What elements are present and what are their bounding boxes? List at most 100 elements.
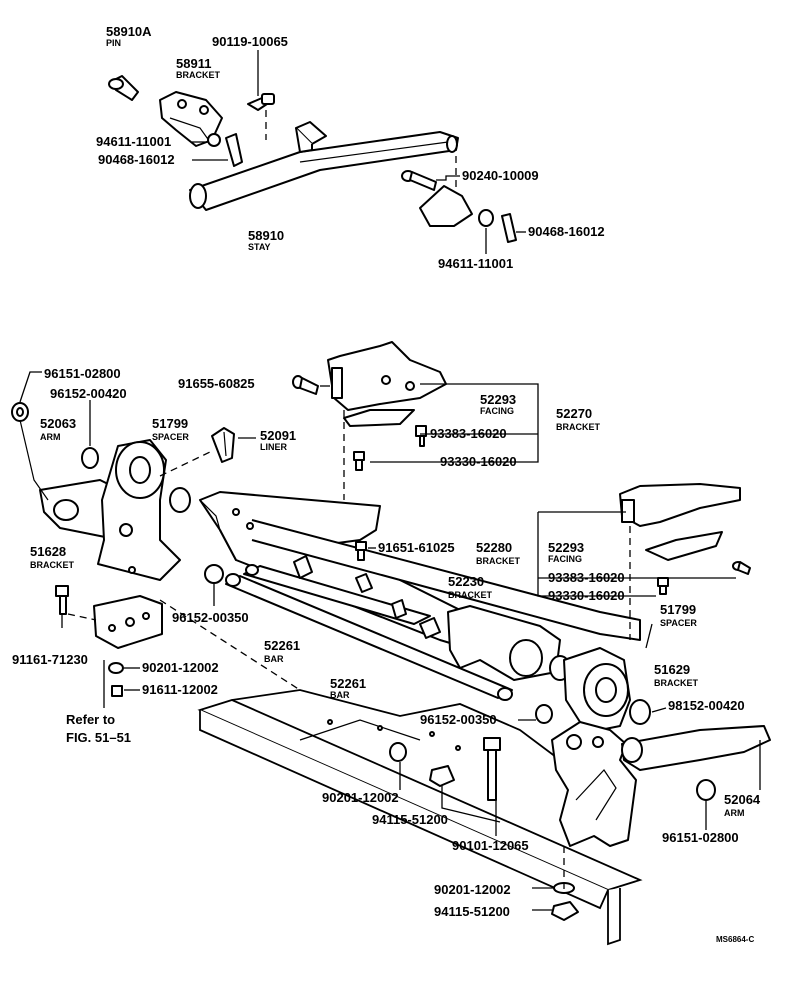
bolt-93330-top (353, 451, 365, 471)
washer-98152 (629, 699, 651, 725)
label-bracket-52280: BRACKET (476, 556, 521, 566)
label-arm-52064: ARM (724, 808, 745, 818)
label-90201-12002-mid: 90201-12002 (322, 790, 399, 805)
washer-96152-left (81, 447, 99, 469)
label-bracket-52230: BRACKET (448, 590, 493, 600)
mount-plate (93, 595, 163, 649)
bolt-90101 (483, 737, 501, 801)
label-58911: 58911 (176, 56, 211, 71)
label-93330-16020-right: 93330-16020 (548, 588, 625, 603)
nut-94611-bottom (478, 209, 494, 227)
label-51799-left: 51799 (152, 416, 188, 431)
label-bracket-51629: BRACKET (654, 678, 699, 688)
label-51628: 51628 (30, 544, 66, 559)
pin-58910A (108, 75, 139, 101)
label-bracket-58911: BRACKET (176, 70, 221, 80)
label-52293-top: 52293 (480, 392, 516, 407)
label-52261-a: 52261 (264, 638, 300, 653)
label-51629: 51629 (654, 662, 690, 677)
label-facing-top: FACING (480, 406, 514, 416)
label-52293-right: 52293 (548, 540, 584, 555)
bolt-93330-right (657, 577, 669, 595)
label-90201-12002-left: 90201-12002 (142, 660, 219, 675)
label-bracket-51628: BRACKET (30, 560, 75, 570)
bolt-91651 (355, 541, 367, 561)
nut-94611-top (207, 133, 221, 147)
label-58910: 58910 (248, 228, 284, 243)
label-spacer-right: SPACER (660, 618, 697, 628)
label-pin: PIN (106, 38, 121, 48)
label-52091: 52091 (260, 428, 296, 443)
label-liner: LINER (260, 442, 288, 452)
washer-90201-mid (389, 742, 407, 762)
label-96151-02800-left: 96151-02800 (44, 366, 121, 381)
label-51799-right: 51799 (660, 602, 696, 617)
washer-96151-right (696, 779, 716, 801)
stay-bracket (419, 185, 473, 227)
cotter-pin-90468-right (501, 213, 517, 243)
clamp-3 (391, 599, 407, 619)
label-94611-11001-bottom: 94611-11001 (438, 256, 513, 271)
spacer-51799-left (169, 487, 191, 513)
label-93330-16020-top: 93330-16020 (440, 454, 517, 469)
bracket-51629 (563, 647, 631, 731)
bracket-52280 (619, 483, 741, 527)
clamp-4 (419, 617, 441, 639)
label-52064: 52064 (724, 792, 761, 807)
label-bar-b: BAR (330, 690, 350, 700)
label-93383-16020-top: 93383-16020 (430, 426, 507, 441)
label-93383-16020-right: 93383-16020 (548, 570, 625, 585)
label-98152-00420: 98152-00420 (668, 698, 745, 713)
label-96152-00350-lower: 96152-00350 (420, 712, 497, 727)
facing-52293-right (645, 531, 723, 561)
label-drawing-code: MS6864-C (716, 935, 754, 944)
label-90468-16012-right: 90468-16012 (528, 224, 605, 239)
label-facing-right: FACING (548, 554, 582, 564)
label-52270: 52270 (556, 406, 592, 421)
label-96152-00420-left: 96152-00420 (50, 386, 127, 401)
stay-58910 (189, 121, 459, 211)
label-91651-61025: 91651-61025 (378, 540, 455, 555)
bolt-91161 (55, 585, 69, 615)
washer-96151-left-hole (16, 407, 24, 417)
bar-52261-lower (225, 573, 513, 701)
label-bar-a: BAR (264, 654, 284, 664)
bolt-91611 (111, 685, 123, 697)
clamp-1 (293, 555, 313, 579)
cotter-pin-90468-top (225, 133, 243, 167)
label-94611-11001-top: 94611-11001 (96, 134, 171, 149)
label-96152-00350-mid: 96152-00350 (172, 610, 249, 625)
label-52063: 52063 (40, 416, 76, 431)
label-52261-b: 52261 (330, 676, 366, 691)
nut-94115-bottom (551, 901, 579, 921)
bracket-52230 (447, 605, 561, 681)
label-spacer-left: SPACER (152, 432, 189, 442)
label-refer-to: Refer to (66, 712, 115, 727)
label-stay: STAY (248, 242, 271, 252)
label-52230: 52230 (448, 574, 484, 589)
bolt-90119 (247, 93, 275, 111)
label-91161-71230: 91161-71230 (12, 652, 88, 667)
bolt-93383-top (415, 425, 427, 447)
label-90201-12002-bottom: 90201-12002 (434, 882, 511, 897)
liner-52091 (211, 427, 235, 463)
facing-52293-top (343, 409, 415, 427)
bolt-93383-right (732, 561, 751, 575)
washer-90201-left (108, 662, 124, 674)
label-bracket-52270: BRACKET (556, 422, 601, 432)
label-90240-10009: 90240-10009 (462, 168, 539, 183)
label-fig-51-51: FIG. 51–51 (66, 730, 131, 745)
bolt-91655 (292, 375, 319, 395)
label-90101-12065: 90101-12065 (452, 838, 529, 853)
bolt-90240 (401, 170, 437, 191)
label-arm-52063: ARM (40, 432, 61, 442)
label-96151-02800-right: 96151-02800 (662, 830, 739, 845)
nut-94115-mid (429, 765, 455, 787)
washer-96152-00350-left (204, 564, 224, 584)
bracket-51628 (97, 439, 181, 581)
label-94115-51200-mid: 94115-51200 (372, 812, 448, 827)
bracket-52270 (327, 341, 447, 411)
bar-52261-upper (243, 564, 431, 625)
washer-96152-00350-lower (535, 704, 553, 724)
